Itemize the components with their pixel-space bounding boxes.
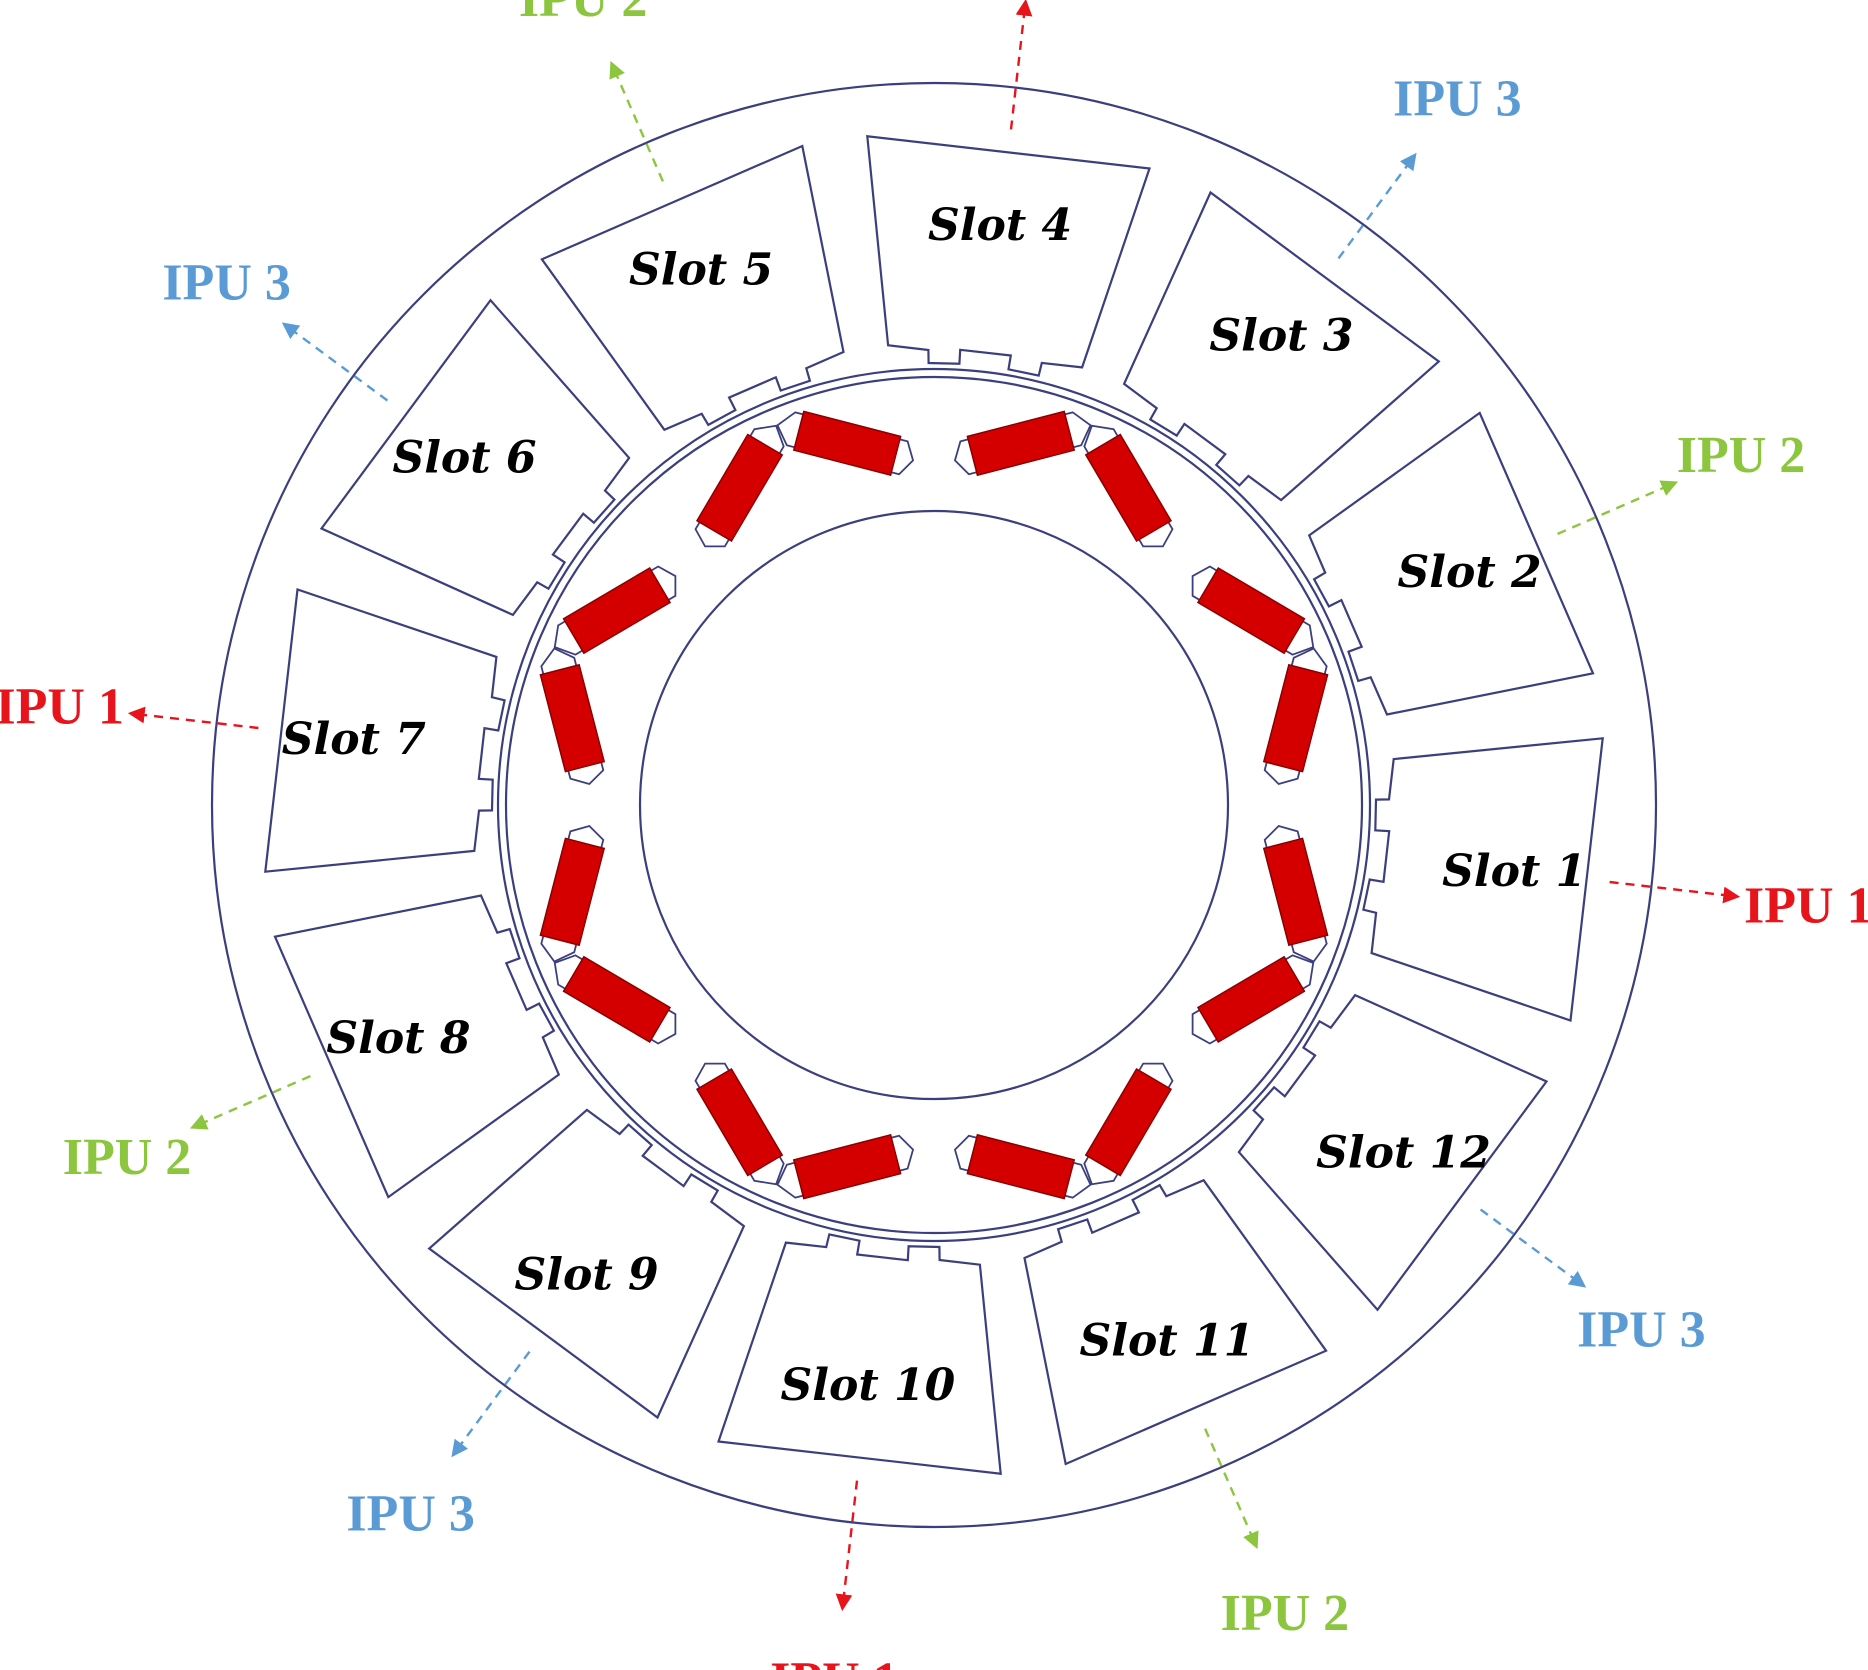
slot-label: Slot 9 <box>515 1250 659 1301</box>
slot-label: Slot 8 <box>326 1013 470 1064</box>
stator-outer-edge <box>210 81 1658 1529</box>
permanent-magnet <box>966 410 1076 477</box>
permanent-magnet <box>1262 663 1329 773</box>
ipu-arrow <box>127 706 259 730</box>
ipu-arrow <box>609 60 665 182</box>
magnet-assembly <box>776 410 915 477</box>
rotor <box>496 367 1372 1243</box>
magnet-assembly <box>1262 824 1329 963</box>
permanent-magnet <box>966 1133 1076 1200</box>
rotor-outer-edge <box>504 375 1364 1235</box>
stator-slot <box>273 894 561 1199</box>
permanent-magnet <box>792 410 902 477</box>
magnet-assembly <box>1083 424 1174 548</box>
ipu-label: IPU 3 <box>162 255 291 312</box>
ipu-label: IPU 3 <box>346 1485 475 1542</box>
ipu-arrow <box>189 1074 311 1130</box>
ipu-label: IPU 3 <box>1393 71 1522 128</box>
stator-slot <box>319 298 631 617</box>
permanent-magnet <box>1196 566 1306 655</box>
slot-labels: Slot 1 Slot 2 Slot 3 Slot 4 Slot 5 Slot 6 Slot… <box>282 200 1587 1411</box>
ipu-arrow <box>1337 152 1417 260</box>
ipu-arrow <box>281 322 389 402</box>
permanent-magnet <box>562 955 672 1044</box>
stator-slot <box>264 588 506 873</box>
permanent-magnet <box>1084 1067 1173 1177</box>
ipu-arrow <box>1609 880 1741 904</box>
permanent-magnet <box>562 566 672 655</box>
magnet-assembly <box>1191 565 1315 656</box>
ipu-label: IPU 2 <box>1221 1585 1350 1642</box>
ipu-arrow <box>835 1480 859 1612</box>
slot-label: Slot 10 <box>781 1360 956 1411</box>
slot-label: Slot 3 <box>1209 311 1353 362</box>
stator-slot <box>540 144 845 432</box>
shaft-edge <box>638 509 1230 1101</box>
magnet-assembly <box>1083 1062 1174 1186</box>
magnet-assembly <box>553 954 677 1045</box>
permanent-magnet <box>695 433 784 543</box>
slot-label: Slot 5 <box>629 244 773 295</box>
magnet-assembly <box>694 424 785 548</box>
magnet-assembly <box>553 565 677 656</box>
ipu-label: IPU 2 <box>1677 427 1806 484</box>
magnet-assembly <box>953 1133 1092 1200</box>
slot-label: Slot 4 <box>928 200 1072 251</box>
magnet-assembly <box>694 1062 785 1186</box>
stator-slot <box>1023 1178 1328 1466</box>
permanent-magnet <box>695 1067 784 1177</box>
stator-slot <box>1237 993 1549 1312</box>
magnet-assembly <box>776 1133 915 1200</box>
ipu-arrow <box>1203 1428 1259 1550</box>
ipu-label: IPU 1 <box>770 1652 899 1670</box>
ipu-arrow <box>1009 0 1033 130</box>
stator <box>210 81 1658 1529</box>
magnet-assembly <box>1262 647 1329 786</box>
stator-slot <box>1307 411 1595 716</box>
ipu-label: IPU 1 <box>0 678 124 735</box>
ipu-arrow <box>451 1350 531 1458</box>
slot-label: Slot 1 <box>1442 846 1586 897</box>
ipu-label: IPU 2 <box>519 0 648 28</box>
stator-slot <box>866 135 1151 377</box>
slot-label: Slot 11 <box>1080 1316 1255 1367</box>
air-gap-edge <box>496 367 1372 1243</box>
magnet-assembly <box>539 647 606 786</box>
stator-slot <box>717 1233 1002 1475</box>
stator-slots <box>264 135 1604 1475</box>
permanent-magnet <box>1084 433 1173 543</box>
stator-slot <box>427 1108 746 1420</box>
ipu-label: IPU 2 <box>63 1129 192 1186</box>
permanent-magnet <box>539 663 606 773</box>
ipu-arrow <box>1479 1208 1587 1288</box>
permanent-magnet <box>792 1133 902 1200</box>
permanent-magnet <box>1196 955 1306 1044</box>
slot-label: Slot 12 <box>1316 1127 1491 1178</box>
magnet-assembly <box>539 824 606 963</box>
slot-label: Slot 2 <box>1398 547 1542 598</box>
ipu-label: IPU 1 <box>1744 878 1868 935</box>
permanent-magnet <box>1262 837 1329 947</box>
stator-slot <box>1122 190 1441 502</box>
permanent-magnet <box>539 837 606 947</box>
slot-label: Slot 6 <box>392 433 536 484</box>
magnet-assembly <box>1191 954 1315 1045</box>
rotor-magnets <box>539 410 1329 1200</box>
slot-label: Slot 7 <box>282 714 426 765</box>
stator-slot <box>1362 737 1604 1022</box>
ipu-label: IPU 3 <box>1577 1301 1706 1358</box>
ipu-arrow <box>1557 480 1679 536</box>
magnet-assembly <box>953 410 1092 477</box>
